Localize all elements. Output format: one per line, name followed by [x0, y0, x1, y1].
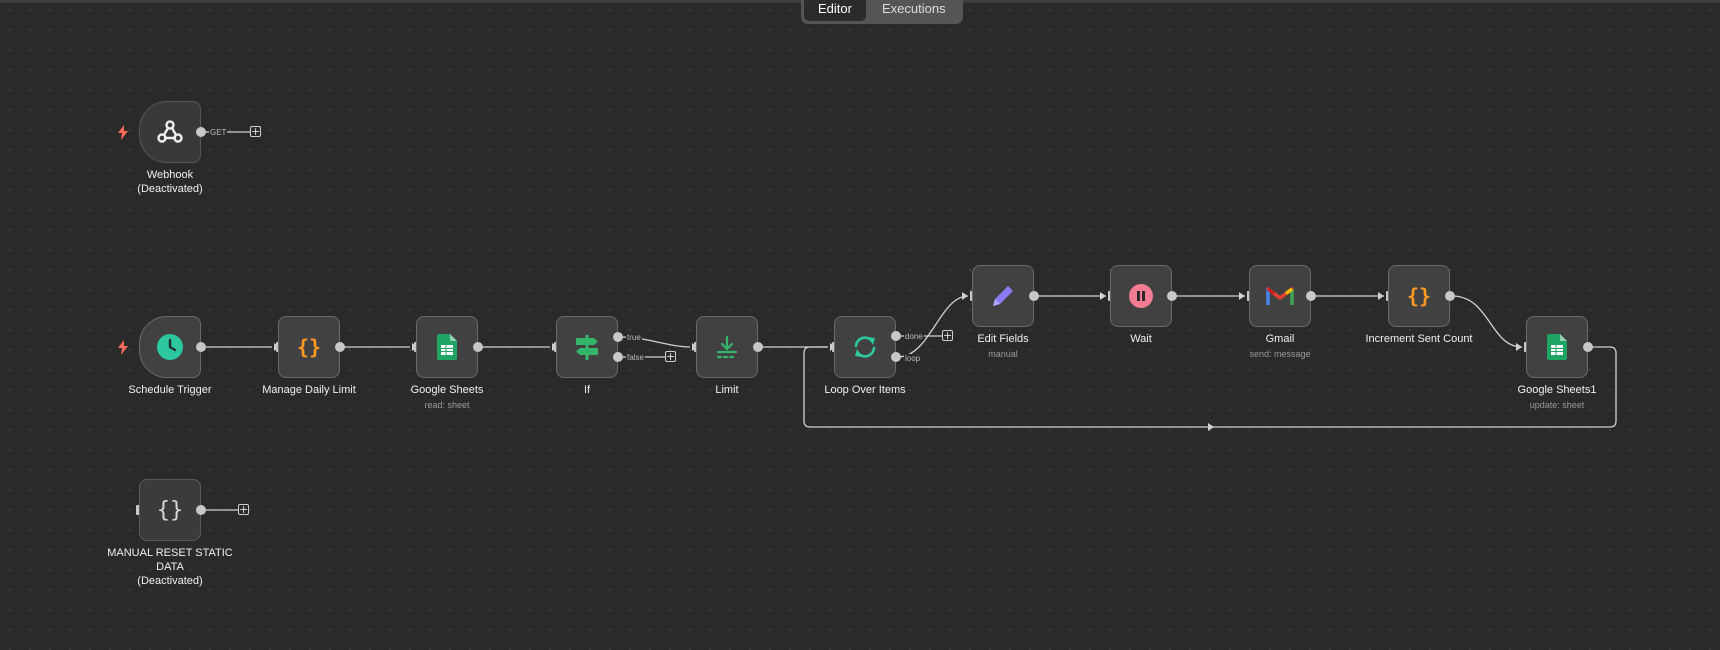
tab-editor[interactable]: Editor: [804, 0, 866, 21]
node-schedule-trigger[interactable]: [139, 316, 201, 378]
sheets-title: Google Sheets: [410, 384, 484, 396]
google-sheets-icon: [1547, 334, 1567, 360]
sheets-label: Google Sheets read: sheet: [377, 383, 517, 411]
code-braces-icon: {}: [297, 335, 321, 359]
schedule-label: Schedule Trigger: [128, 384, 212, 396]
webhook-status: (Deactivated): [137, 183, 203, 195]
manual-label: MANUAL RESET STATIC DATA (Deactivated): [100, 546, 240, 588]
webhook-label: Webhook (Deactivated): [100, 168, 240, 196]
gmail-output-port[interactable]: [1306, 291, 1316, 301]
node-increment-sent-count[interactable]: {}: [1388, 265, 1450, 327]
node-google-sheets1[interactable]: [1526, 316, 1588, 378]
loop-icon: [854, 336, 876, 358]
webhook-add-button[interactable]: +: [250, 125, 261, 138]
svg-text:{}: {}: [157, 498, 184, 523]
gmail-title: Gmail: [1265, 333, 1295, 345]
if-false-label: false: [626, 353, 645, 362]
node-manual-reset-static-data[interactable]: {}: [139, 479, 201, 541]
node-edit-fields[interactable]: [972, 265, 1034, 327]
node-if[interactable]: [556, 316, 618, 378]
clock-icon: [157, 334, 183, 360]
webhook-output-label: GET: [209, 128, 228, 137]
tab-executions[interactable]: Executions: [881, 0, 946, 16]
gmail-subtitle: send: message: [1249, 349, 1311, 359]
edit-title: Edit Fields: [977, 333, 1029, 345]
increment-output-port[interactable]: [1445, 291, 1455, 301]
sheets1-subtitle: update: sheet: [1529, 400, 1585, 410]
schedule-output-port[interactable]: [196, 342, 206, 352]
webhook-icon: [157, 120, 183, 143]
view-tabs: Editor Executions: [801, 0, 963, 24]
gmail-icon: [1266, 287, 1294, 305]
loop-loop-label: loop: [904, 354, 922, 363]
webhook-output-port[interactable]: [196, 127, 206, 137]
node-loop-over-items[interactable]: [834, 316, 896, 378]
node-webhook[interactable]: [139, 101, 201, 163]
trigger-bolt-icon: [118, 340, 128, 355]
manual-add-button[interactable]: +: [238, 503, 249, 516]
gmail-label: Gmail send: message: [1210, 332, 1350, 360]
node-wait[interactable]: [1110, 265, 1172, 327]
sheets1-title: Google Sheets1: [1517, 384, 1597, 396]
webhook-title: Webhook: [146, 169, 194, 181]
wait-output-port[interactable]: [1167, 291, 1177, 301]
google-sheets-icon: [437, 334, 457, 360]
pencil-icon: [993, 286, 1013, 306]
node-google-sheets[interactable]: [416, 316, 478, 378]
if-true-port[interactable]: [613, 332, 623, 342]
signpost-icon: [576, 335, 598, 360]
sheets1-label: Google Sheets1 update: sheet: [1487, 383, 1627, 411]
loop-done-port[interactable]: [891, 331, 901, 341]
loop-loop-port[interactable]: [891, 352, 901, 362]
manual-output-port[interactable]: [196, 505, 206, 515]
node-manage-daily-limit[interactable]: {}: [278, 316, 340, 378]
if-label: If: [583, 384, 591, 396]
if-false-add-button[interactable]: +: [665, 350, 676, 363]
manage-label: Manage Daily Limit: [262, 384, 356, 396]
edit-label: Edit Fields manual: [933, 332, 1073, 360]
svg-text:{}: {}: [297, 335, 321, 359]
edit-subtitle: manual: [988, 349, 1018, 359]
code-braces-icon: {}: [157, 498, 184, 523]
limit-icon: [716, 335, 738, 359]
trigger-bolt-icon: [118, 125, 128, 140]
if-false-port[interactable]: [613, 352, 623, 362]
sheets-subtitle: read: sheet: [424, 400, 470, 410]
edit-output-port[interactable]: [1029, 291, 1039, 301]
increment-label: Increment Sent Count: [1365, 333, 1473, 345]
manual-title: MANUAL RESET STATIC DATA: [107, 547, 233, 573]
limit-output-port[interactable]: [753, 342, 763, 352]
loop-label: Loop Over Items: [824, 384, 906, 396]
limit-label: Limit: [715, 384, 739, 396]
manual-input-port[interactable]: [136, 505, 140, 515]
code-braces-icon: {}: [1407, 284, 1431, 308]
pause-icon: [1129, 284, 1153, 308]
manual-status: (Deactivated): [137, 575, 203, 587]
loop-done-label: done: [904, 332, 924, 341]
node-gmail[interactable]: [1249, 265, 1311, 327]
if-true-label: true: [626, 333, 642, 342]
svg-text:{}: {}: [1407, 284, 1431, 308]
manage-output-port[interactable]: [335, 342, 345, 352]
node-limit[interactable]: [696, 316, 758, 378]
loop-done-add-button[interactable]: +: [942, 329, 953, 342]
sheets1-output-port[interactable]: [1583, 342, 1593, 352]
wait-label: Wait: [1130, 333, 1152, 345]
sheets-output-port[interactable]: [473, 342, 483, 352]
